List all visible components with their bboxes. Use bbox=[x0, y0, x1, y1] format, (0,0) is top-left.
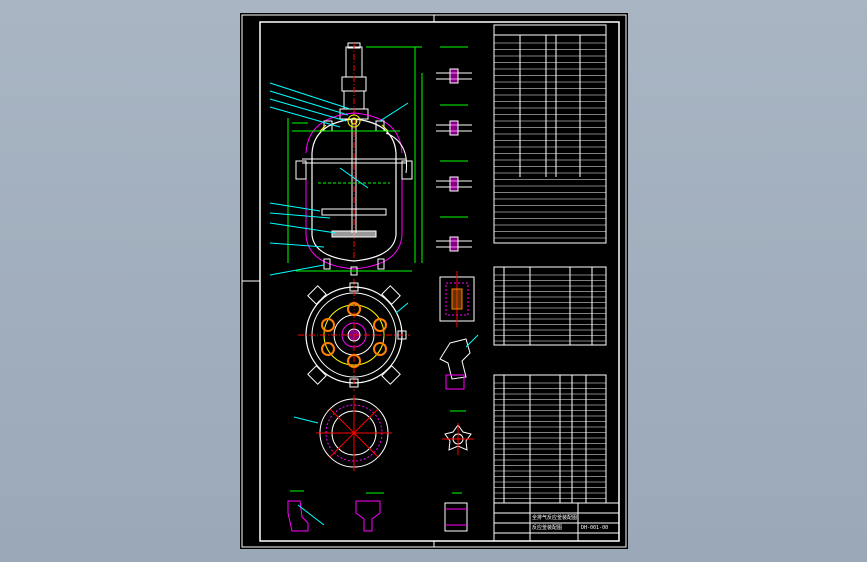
vessel-elevation bbox=[269, 42, 423, 276]
nozzle-table bbox=[493, 266, 607, 346]
title-name-line2: 反应釜装配图 bbox=[532, 524, 562, 531]
title-drawing-no: DH-001-00 bbox=[581, 525, 608, 531]
title-block: 全排气反应釜装配图 反应釜装配图 DH-001-00 bbox=[493, 502, 620, 542]
drawing-sheet: 全排气反应釜装配图 反应釜装配图 DH-001-00 bbox=[240, 13, 628, 549]
vessel-plan-view bbox=[298, 279, 410, 391]
flange-detail bbox=[293, 395, 392, 471]
title-name-line1: 全排气反应釜装配图 bbox=[532, 514, 577, 521]
cad-drawing: 全排气反应釜装配图 反应釜装配图 DH-001-00 bbox=[241, 14, 627, 548]
nozzle-rows bbox=[494, 274, 606, 342]
technical-spec-rows bbox=[494, 42, 606, 239]
bottom-details bbox=[287, 490, 468, 532]
parts-rows bbox=[494, 382, 606, 499]
parts-list bbox=[493, 374, 607, 504]
nozzle-sections bbox=[436, 46, 479, 455]
